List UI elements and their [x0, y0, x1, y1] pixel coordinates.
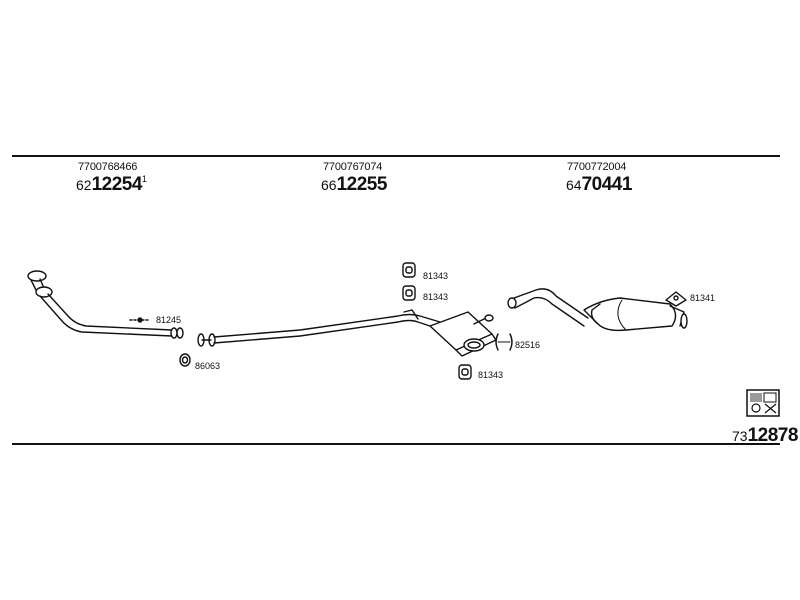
top-rule: [12, 155, 780, 157]
gasket-symbol-86063: [179, 353, 191, 367]
hanger-symbol-81343-a: [402, 262, 416, 278]
clamp-symbol-81245: [129, 317, 151, 323]
bottom-rule: [12, 443, 780, 445]
oe-number-right: 7700772004: [567, 161, 627, 173]
callout-82516: 82516: [515, 340, 541, 350]
rear-silencer: [507, 288, 688, 332]
kit-code: 7312878: [732, 425, 798, 446]
callout-81343-a: 81343: [423, 271, 449, 281]
hanger-symbol-81341: [665, 291, 687, 307]
callout-81343-b: 81343: [423, 292, 449, 302]
callout-81245: 81245: [156, 315, 182, 325]
oe-number-middle: 7700767074: [323, 161, 383, 173]
clamp-symbol-82516: [495, 333, 513, 351]
callout-86063: 86063: [195, 361, 221, 371]
hanger-symbol-81343-b: [402, 285, 416, 301]
middle-pipe: [197, 309, 497, 357]
front-pipe: [27, 270, 184, 339]
oe-number-left: 7700768466: [78, 161, 138, 173]
part-code-right: 6470441: [566, 174, 632, 195]
callout-81343-c: 81343: [478, 370, 504, 380]
part-code-left: 62122541: [76, 174, 147, 195]
hanger-symbol-81343-c: [458, 364, 472, 380]
part-code-middle: 6612255: [321, 174, 387, 195]
callout-81341: 81341: [690, 293, 716, 303]
mounting-kit-icon: [746, 389, 780, 417]
